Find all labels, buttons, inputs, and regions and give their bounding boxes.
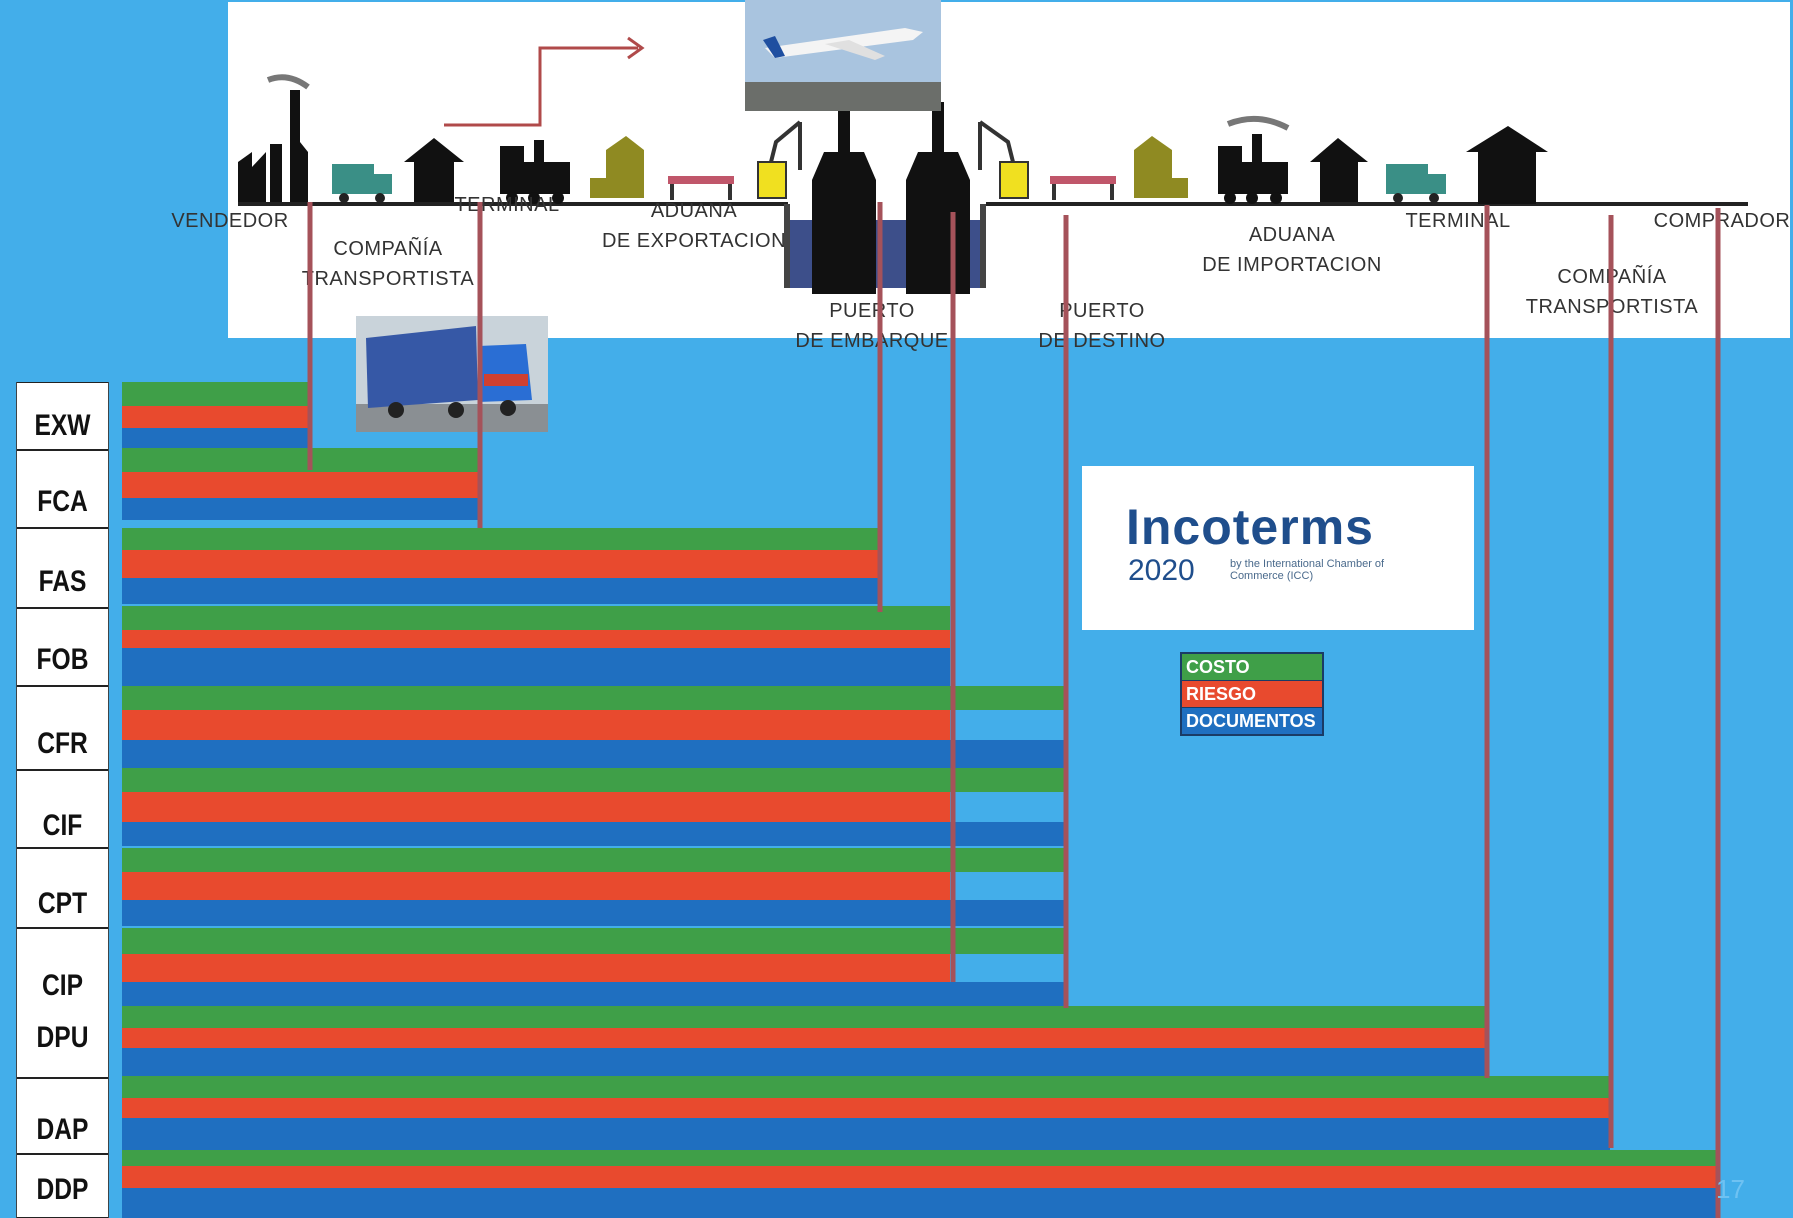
bar-cif-cost: [122, 768, 1065, 792]
logo-word: Incoterms: [1126, 499, 1374, 555]
term-label-fas: FAS: [38, 565, 87, 598]
location-label-aduana-imp: DE IMPORTACION: [1202, 254, 1382, 276]
bar-cip-risk: [122, 954, 950, 982]
bar-fob-documents: [122, 648, 950, 688]
location-label-puerto-dest: DE DESTINO: [1038, 330, 1166, 352]
bar-ddp-risk: [122, 1166, 1716, 1188]
bar-cip-cost: [122, 928, 1065, 954]
crane-icon: [757, 120, 802, 199]
location-label-terminal-2: TERMINAL: [1405, 210, 1511, 232]
term-label-dap: DAP: [36, 1113, 89, 1146]
bar-fas-documents: [122, 578, 878, 604]
truck-icon: [1386, 164, 1446, 203]
bar-dpu-risk: [122, 1028, 1485, 1048]
term-label-cip: CIP: [41, 969, 83, 1002]
location-label-compania-1: TRANSPORTISTA: [301, 268, 475, 290]
bar-cpt-documents: [122, 900, 1065, 926]
airplane-photo: [745, 0, 941, 111]
terminal-house-icon: [404, 138, 464, 202]
term-label-cfr: CFR: [37, 727, 88, 760]
bar-fca-risk: [122, 472, 479, 498]
location-label-compania-1: COMPAÑÍA: [333, 238, 443, 260]
bar-cfr-cost: [122, 686, 1065, 710]
term-cell: CIF: [16, 770, 109, 848]
transport-scene: [238, 36, 1748, 294]
customs-building-icon: [1134, 136, 1188, 198]
term-label-cpt: CPT: [37, 887, 88, 920]
truck-photo: [356, 316, 548, 432]
bar-cif-risk: [122, 792, 950, 822]
term-label-cif: CIF: [42, 809, 83, 842]
bar-fob-cost: [122, 606, 950, 630]
term-cell: DAP: [16, 1078, 109, 1154]
location-label-vendedor: VENDEDOR: [171, 210, 289, 232]
logo-subtitle: by the International Chamber of Commerce…: [1230, 558, 1385, 582]
term-cell: FCA: [16, 450, 109, 528]
truck-icon: [332, 164, 392, 203]
incoterms-logo: Incoterms 2020 by the International Cham…: [1082, 466, 1474, 630]
bar-fob-risk: [122, 630, 950, 648]
term-cell: FOB: [16, 608, 109, 686]
crane-icon: [978, 120, 1029, 199]
term-cell: CPT: [16, 848, 109, 928]
bar-dpu-cost: [122, 1006, 1485, 1028]
arrow-to-plane-icon: [444, 46, 638, 127]
page-number: 17: [1716, 1174, 1745, 1204]
customs-building-icon: [590, 136, 644, 198]
term-label-fca: FCA: [37, 485, 88, 518]
location-label-aduana-exp: DE EXPORTACION: [601, 230, 787, 252]
term-cell: DDP: [16, 1154, 109, 1218]
location-label-aduana-imp: ADUANA: [1248, 224, 1336, 246]
term-cell: EXW: [16, 382, 109, 450]
location-label-comprador: COMPRADOR: [1653, 210, 1791, 232]
legend-documents: DOCUMENTOS: [1182, 708, 1322, 734]
barrier-icon: [668, 176, 734, 200]
location-label-puerto-emb: DE EMBARQUE: [795, 330, 949, 352]
bar-cip-documents: [122, 982, 1065, 1006]
transport-chain-header: [228, 2, 1790, 338]
location-label-puerto-dest: PUERTO: [1059, 300, 1145, 322]
factory-icon: [238, 74, 310, 202]
bar-fca-cost: [122, 448, 479, 472]
bar-dap-documents: [122, 1118, 1610, 1150]
location-label-puerto-emb: PUERTO: [829, 300, 915, 322]
bar-exw-risk: [122, 406, 308, 428]
term-label-exw: EXW: [34, 409, 91, 442]
bar-cif-documents: [122, 822, 1065, 846]
term-label-ddp: DDP: [36, 1173, 89, 1206]
term-label-fob: FOB: [36, 643, 89, 676]
terminal-house-icon: [1310, 138, 1368, 202]
train-icon: [1218, 115, 1290, 204]
bar-fas-risk: [122, 550, 878, 578]
bar-fas-cost: [122, 528, 878, 550]
bar-cpt-risk: [122, 872, 950, 900]
bar-cfr-documents: [122, 740, 1065, 770]
term-cell: CIP DPU: [16, 928, 109, 1078]
bar-dap-risk: [122, 1098, 1610, 1118]
bar-cpt-cost: [122, 848, 1065, 872]
location-label-aduana-exp: ADUANA: [650, 200, 738, 222]
bar-cfr-risk: [122, 710, 950, 740]
bar-dap-cost: [122, 1076, 1610, 1098]
bar-ddp-documents: [122, 1188, 1716, 1218]
term-label-dpu: DPU: [36, 1021, 89, 1054]
ship-icon: [812, 106, 876, 294]
bar-dpu-documents: [122, 1048, 1485, 1078]
term-cell: CFR: [16, 686, 109, 770]
buyer-house-icon: [1466, 126, 1548, 204]
bar-exw-cost: [122, 382, 308, 406]
bar-fca-documents: [122, 498, 479, 520]
legend-risk: RIESGO: [1182, 681, 1322, 708]
logo-year: 2020: [1128, 554, 1195, 587]
legend: COSTO RIESGO DOCUMENTOS: [1180, 652, 1324, 736]
legend-cost: COSTO: [1182, 654, 1322, 681]
barrier-icon: [1050, 176, 1116, 200]
incoterm-column: EXW FCA FAS FOB CFR CIF CPT CIP DPU DAP DDP: [6, 382, 121, 1218]
term-cell: FAS: [16, 528, 109, 608]
train-icon: [500, 140, 570, 204]
bar-ddp-cost: [122, 1150, 1716, 1166]
